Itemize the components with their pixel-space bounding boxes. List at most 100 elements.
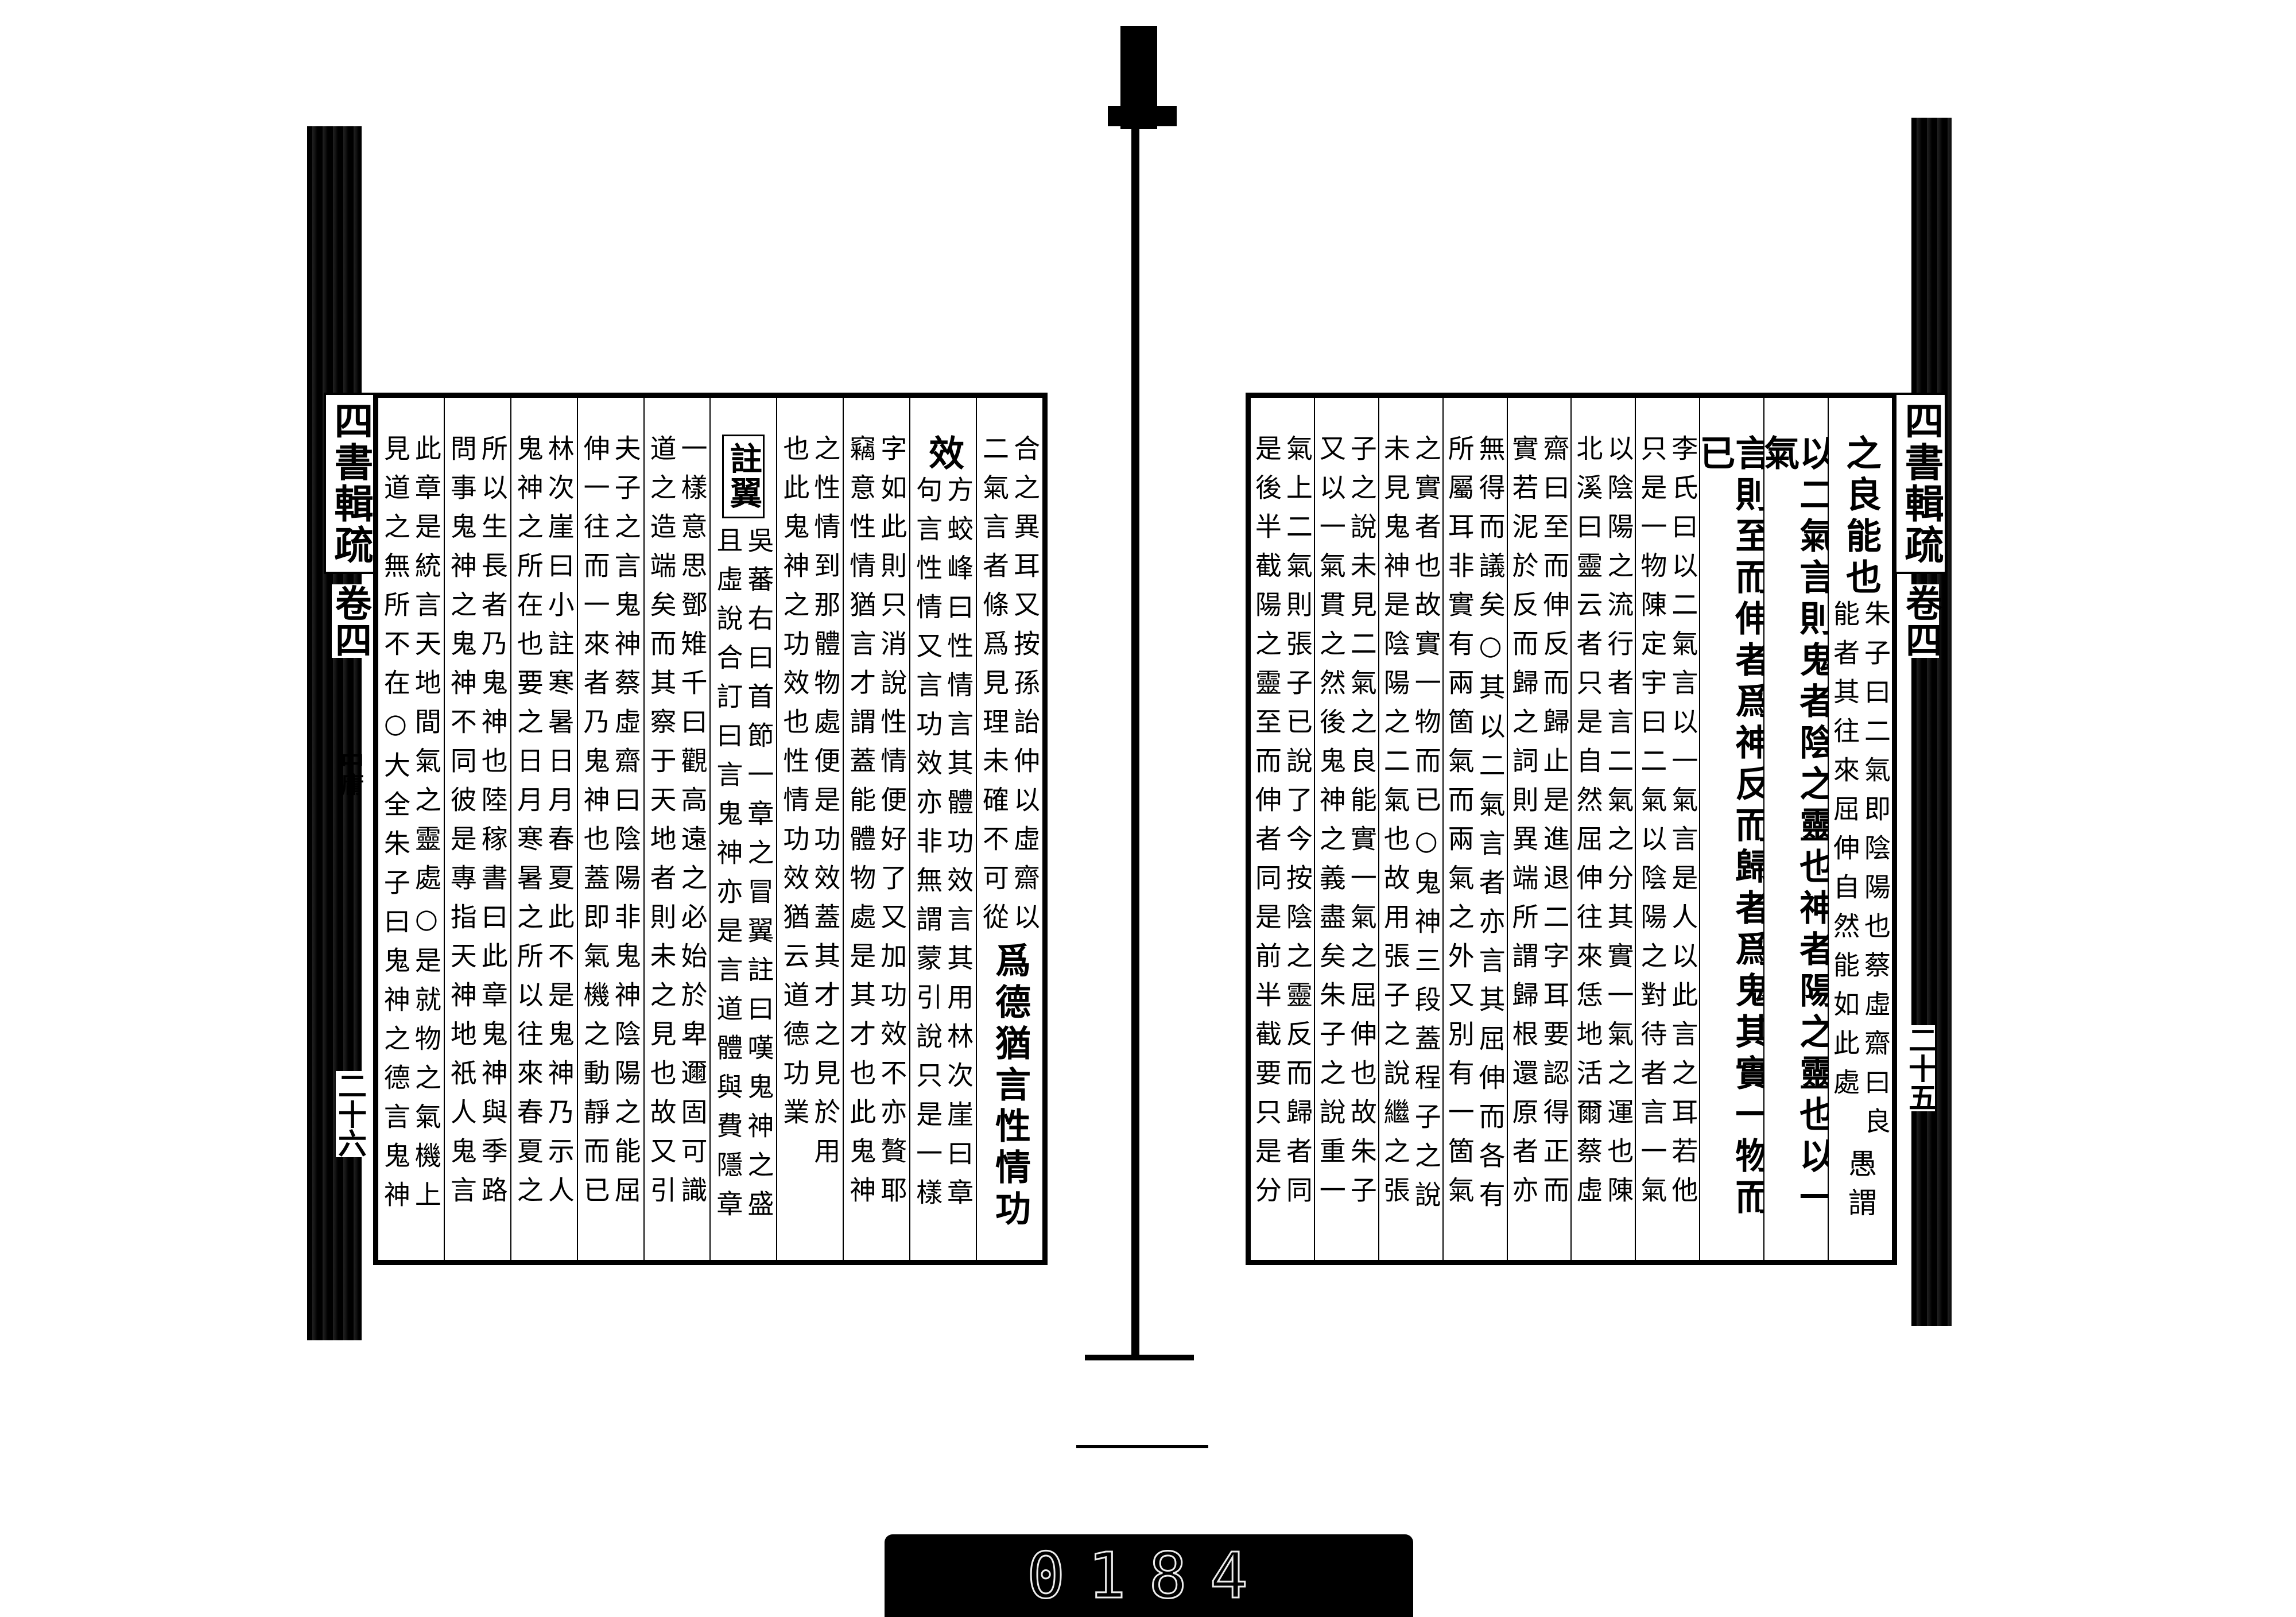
commentary-line-right: 朱子曰二氣即陰陽也蔡虛齋曰良	[1860, 600, 1892, 1146]
section-heading-box: 註翼	[722, 435, 765, 518]
commentary-line-right: 齋曰至而伸反而歸止是進退二字耳要認得正而	[1539, 435, 1570, 1215]
commentary-line-left: 鬼神之所在也要之日月寒暑之所以往來春夏之	[513, 435, 544, 1215]
commentary-line-right: 氣上二氣則張子已說了今按陰之靈反而歸者同	[1282, 435, 1313, 1215]
volume-label: 卷四	[329, 584, 372, 658]
commentary-line-right: 子之說未見二氣之良能實一氣之屈伸也故朱子	[1346, 435, 1378, 1215]
commentary-double-line: 此章是統言天地間氣之靈處○是就物之氣機上見道之無所不在○大全朱子曰鬼神之德言鬼神	[379, 435, 442, 1220]
commentary-line-right: 之性情到那體物處便是功效蓋其才之見於用	[810, 435, 841, 1176]
commentary-double-line: 吳蕃右曰首節一章之冒翼註曰嘆鬼神之盛且虛說合訂曰言鬼神亦是言道體與費隱章	[712, 526, 775, 1229]
text-column: 子之說未見二氣之良能實一氣之屈伸也故朱子又以一氣貫之然後鬼神之義盡矣朱子之說重一	[1313, 398, 1378, 1260]
text-column: 之性情到那體物處便是功效蓋其才之見於用也此鬼神之功效也性情功效猶云道德功業	[776, 398, 843, 1260]
commentary-line-right: 無得而議矣○其以二氣言者亦言其屈伸而各有	[1475, 435, 1506, 1220]
commentary-line-left: 道之造端矣而其察于天地者則未之見也故又引	[646, 435, 677, 1215]
commentary-line-left: 問事鬼神之鬼神不同彼是專指天神地祇人鬼言	[446, 435, 478, 1215]
commentary-double-line: 以陰陽之流行者言二氣之分其實一氣之運也陳北溪曰靈云者只是自然屈伸往來恁地活爾蔡虛	[1572, 435, 1635, 1215]
commentary-line-left: 見道之無所不在○大全朱子曰鬼神之德言鬼神	[379, 435, 411, 1220]
commentary-double-line: 林次崖曰小註寒暑日月春夏此不是鬼神乃示人鬼神之所在也要之日月寒暑之所以往來春夏之	[513, 435, 575, 1215]
text-column: 註翼吳蕃右曰首節一章之冒翼註曰嘆鬼神之盛且虛說合訂曰言鬼神亦是言道體與費隱章	[709, 398, 776, 1260]
commentary-line-left: 竊意性情猶言才謂蓋能體物處是其才也此鬼神	[846, 435, 877, 1215]
spine-bottom-bar	[1085, 1355, 1194, 1360]
commentary-line-left: 實若泥於反而歸之詞則異端所謂歸根還原者亦	[1508, 435, 1539, 1215]
text-column: 此章是統言天地間氣之靈處○是就物之氣機上見道之無所不在○大全朱子曰鬼神之德言鬼神	[378, 398, 444, 1260]
main-text: 言則至而伸者爲神反而歸者爲鬼其實一物而已	[1699, 435, 1764, 1220]
commentary-line-left: 且虛說合訂曰言鬼神亦是言道體與費隱章	[712, 526, 744, 1229]
commentary-line-right: 合之異耳又按孫詒仲以虛齋以	[1010, 435, 1041, 942]
text-column: 效方蛟峰曰性情言其體功效言其用林次崖曰章句言性情又言功效亦非無謂蒙引說只是一樣	[909, 398, 976, 1260]
text-column: 以陰陽之流行者言二氣之分其實一氣之運也陳北溪曰靈云者只是自然屈伸往來恁地活爾蔡虛	[1570, 398, 1635, 1260]
commentary-line-left: 二氣言者條爲見理未確不可從	[979, 435, 1010, 942]
text-column: 齋曰至而伸反而歸止是進退二字耳要認得正而實若泥於反而歸之詞則異端所謂歸根還原者亦	[1506, 398, 1571, 1260]
commentary-double-line: 夫子之言鬼神蔡虛齋曰陰陽非鬼神陰陽之能屈伸一往而一來者乃鬼神也蓋即氣機之動靜而已	[579, 435, 642, 1215]
commentary-double-line: 之實者也故實一物而已○鬼神三段蓋程子之說未見鬼神是陰陽之二氣也故用張子之說繼之張	[1379, 435, 1442, 1220]
main-text: 爲德猶言性情功	[989, 942, 1031, 1231]
archive-number-strip: 0184	[885, 1534, 1413, 1617]
commentary-line-left: 伸一往而一來者乃鬼神也蓋即氣機之動靜而已	[579, 435, 611, 1215]
commentary-double-line: 子之說未見二氣之良能實一氣之屈伸也故朱子又以一氣貫之然後鬼神之義盡矣朱子之說重一	[1315, 435, 1378, 1215]
main-text: 之良能也	[1840, 435, 1882, 600]
commentary-double-line: 齋曰至而伸反而歸止是進退二字耳要認得正而實若泥於反而歸之詞則異端所謂歸根還原者亦	[1508, 435, 1570, 1215]
left-page-text: 合之異耳又按孫詒仲以虛齋以二氣言者條爲見理未確不可從爲德猶言性情功效方蛟峰曰性情…	[378, 398, 1042, 1260]
commentary-line-left: 北溪曰靈云者只是自然屈伸往來恁地活爾蔡虛	[1572, 435, 1604, 1215]
commentary-double-line: 所以生長者乃鬼神也陸稼書曰此章鬼神與季路問事鬼神之鬼神不同彼是專指天神地祇人鬼言	[446, 435, 509, 1215]
text-column: 字如此則只消說性情便好了又加功效不亦贅耶竊意性情猶言才謂蓋能體物處是其才也此鬼神	[843, 398, 909, 1260]
commentary-line-left: 是後半截陽之靈至而伸者同是前半截要只是分	[1251, 435, 1282, 1215]
commentary-line-right: 字如此則只消說性情便好了又加功效不亦贅耶	[876, 435, 908, 1215]
commentary-line-left: 又以一氣貫之然後鬼神之義盡矣朱子之說重一	[1315, 435, 1347, 1215]
commentary-double-line: 李氏曰以二氣言以一氣言是人以此言之耳若他只是一物陳定宇曰二氣以陰陽之對待者言一氣	[1636, 435, 1699, 1215]
commentary-line-right: 林次崖曰小註寒暑日月春夏此不是鬼神乃示人	[544, 435, 575, 1215]
text-column: 李氏曰以二氣言以一氣言是人以此言之耳若他只是一物陳定宇曰二氣以陰陽之對待者言一氣	[1635, 398, 1699, 1260]
commentary-line-left: 也此鬼神之功效也性情功效猶云道德功業	[779, 435, 810, 1137]
text-column: 之實者也故實一物而已○鬼神三段蓋程子之說未見鬼神是陰陽之二氣也故用張子之說繼之張	[1378, 398, 1442, 1260]
commentary-line-right: 以陰陽之流行者言二氣之分其實一氣之運也陳	[1603, 435, 1635, 1215]
commentary-line-right: 所以生長者乃鬼神也陸稼書曰此章鬼神與季路	[477, 435, 509, 1215]
book-title: 四書輯疏	[324, 393, 377, 574]
text-column: 之良能也朱子曰二氣即陰陽也蔡虛齋曰良能者其往來屈伸自然能如此處愚謂	[1828, 398, 1892, 1260]
page-number: 二十五	[1904, 1025, 1938, 1111]
spine-fold-line	[1131, 126, 1139, 1355]
text-column: 一樣意思鄧雉千曰觀高遠之必始於卑邇固可識道之造端矣而其察于天地者則未之見也故又引	[643, 398, 710, 1260]
text-column: 氣上二氣則張子已說了今按陰之靈反而歸者同是後半截陽之靈至而伸者同是前半截要只是分	[1251, 398, 1314, 1260]
main-text: 以二氣言則鬼者陰之靈也神者陽之靈也以一氣	[1763, 435, 1828, 1220]
text-column: 合之異耳又按孫詒仲以虛齋以二氣言者條爲見理未確不可從爲德猶言性情功	[976, 398, 1042, 1260]
text-column: 夫子之言鬼神蔡虛齋曰陰陽非鬼神陰陽之能屈伸一往而一來者乃鬼神也蓋即氣機之動靜而已	[576, 398, 643, 1260]
volume-label: 卷四	[1899, 584, 1942, 658]
page-number: 二十六	[333, 1071, 367, 1157]
right-page-frame: 之良能也朱子曰二氣即陰陽也蔡虛齋曰良能者其往來屈伸自然能如此處愚謂以二氣言則鬼者…	[1246, 393, 1897, 1265]
commentary-double-line: 無得而議矣○其以二氣言者亦言其屈伸而各有所屬耳非實有兩箇氣而兩氣之外又別有一箇氣	[1444, 435, 1506, 1220]
text-column: 所以生長者乃鬼神也陸稼書曰此章鬼神與季路問事鬼神之鬼神不同彼是專指天神地祇人鬼言	[443, 398, 510, 1260]
text-column: 言則至而伸者爲神反而歸者爲鬼其實一物而已	[1699, 398, 1763, 1260]
left-page-margin: 四書輯疏 卷四 中庸 二十六	[321, 393, 379, 1262]
book-title: 四書輯疏	[1894, 393, 1947, 574]
commentary-line-right: 一樣意思鄧雉千曰觀高遠之必始於卑邇固可識	[677, 435, 708, 1215]
text-column: 林次崖曰小註寒暑日月春夏此不是鬼神乃示人鬼神之所在也要之日月寒暑之所以往來春夏之	[510, 398, 577, 1260]
commentary-line-right: 李氏曰以二氣言以一氣言是人以此言之耳若他	[1667, 435, 1699, 1215]
commentary-double-line: 一樣意思鄧雉千曰觀高遠之必始於卑邇固可識道之造端矣而其察于天地者則未之見也故又引	[646, 435, 708, 1215]
right-page-margin: 四書輯疏 卷四 二十五	[1892, 393, 1949, 1262]
commentary-double-line: 之性情到那體物處便是功效蓋其才之見於用也此鬼神之功效也性情功效猶云道德功業	[779, 435, 841, 1176]
commentary-double-line: 朱子曰二氣即陰陽也蔡虛齋曰良能者其往來屈伸自然能如此處	[1829, 600, 1892, 1146]
commentary-double-line: 方蛟峰曰性情言其體功效言其用林次崖曰章句言性情又言功效亦非無謂蒙引說只是一樣	[912, 476, 975, 1217]
archive-number: 0184	[1026, 1538, 1271, 1614]
right-binding-edge	[1911, 118, 1952, 1326]
section-label: 中庸	[337, 750, 364, 796]
right-page-text: 之良能也朱子曰二氣即陰陽也蔡虛齋曰良能者其往來屈伸自然能如此處愚謂以二氣言則鬼者…	[1251, 398, 1892, 1260]
text-column: 以二氣言則鬼者陰之靈也神者陽之靈也以一氣	[1763, 398, 1828, 1260]
commentary-note: 愚謂	[1844, 1149, 1878, 1227]
commentary-line-left: 能者其往來屈伸自然能如此處	[1829, 600, 1861, 1107]
spine-top-bar	[1108, 106, 1177, 126]
commentary-line-left: 只是一物陳定宇曰二氣以陰陽之對待者言一氣	[1636, 435, 1668, 1215]
spine-bottom-line	[1076, 1445, 1208, 1448]
commentary-line-right: 夫子之言鬼神蔡虛齋曰陰陽非鬼神陰陽之能屈	[610, 435, 642, 1215]
commentary-line-right: 之實者也故實一物而已○鬼神三段蓋程子之說	[1410, 435, 1442, 1220]
commentary-line-right: 吳蕃右曰首節一章之冒翼註曰嘆鬼神之盛	[743, 526, 775, 1229]
commentary-line-left: 未見鬼神是陰陽之二氣也故用張子之說繼之張	[1379, 435, 1411, 1215]
text-column: 無得而議矣○其以二氣言者亦言其屈伸而各有所屬耳非實有兩箇氣而兩氣之外又別有一箇氣	[1442, 398, 1507, 1260]
commentary-line-right: 方蛟峰曰性情言其體功效言其用林次崖曰章	[943, 476, 975, 1217]
left-page-frame: 合之異耳又按孫詒仲以虛齋以二氣言者條爲見理未確不可從爲德猶言性情功效方蛟峰曰性情…	[373, 393, 1048, 1265]
commentary-double-line: 氣上二氣則張子已說了今按陰之靈反而歸者同是後半截陽之靈至而伸者同是前半截要只是分	[1251, 435, 1313, 1215]
commentary-line-right: 此章是統言天地間氣之靈處○是就物之氣機上	[410, 435, 442, 1220]
commentary-line-left: 所屬耳非實有兩箇氣而兩氣之外又別有一箇氣	[1444, 435, 1475, 1215]
commentary-double-line: 字如此則只消說性情便好了又加功效不亦贅耶竊意性情猶言才謂蓋能體物處是其才也此鬼神	[846, 435, 908, 1215]
commentary-line-left: 句言性情又言功效亦非無謂蒙引說只是一樣	[912, 476, 944, 1217]
main-text: 效	[922, 435, 965, 476]
